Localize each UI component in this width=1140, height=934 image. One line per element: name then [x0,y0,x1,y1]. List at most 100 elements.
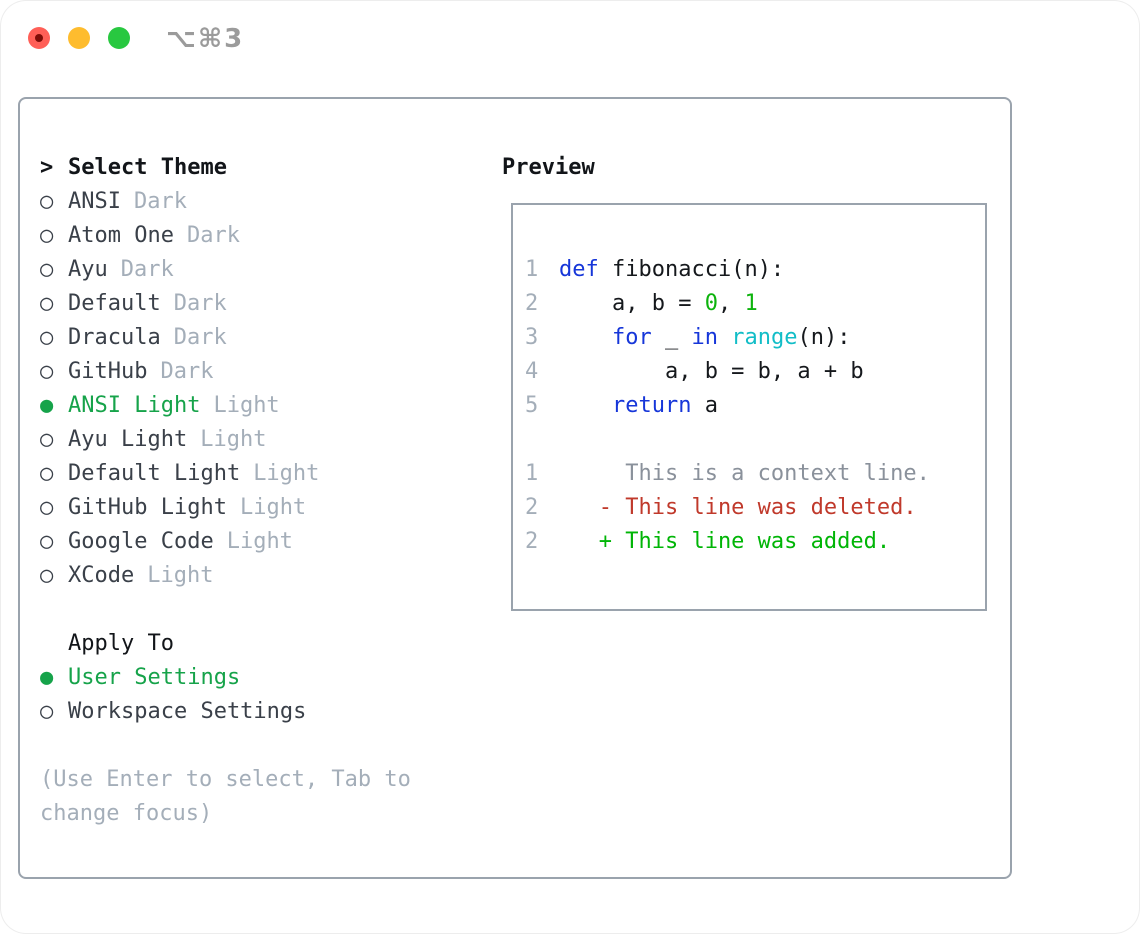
close-button[interactable] [28,27,50,49]
code-segment-fg: a, b = b, a + b [559,359,864,384]
close-dot-icon [35,34,43,42]
code-line-text: return a [559,389,718,423]
spacer [40,593,492,627]
diff-line: 1 This is a context line. [525,457,985,491]
apply-option-name: Workspace Settings [68,699,307,724]
code-line: 1 def fibonacci(n): [525,253,985,287]
radio-icon: ○ [40,291,54,316]
maximize-button[interactable] [108,27,130,49]
code-segment-fg: a [691,393,718,418]
line-number: 1 [525,461,539,486]
theme-option-dracula[interactable]: ○ Dracula Dark [40,321,492,355]
radio-icon: ○ [40,257,54,282]
apply-option-workspace-settings[interactable]: ○ Workspace Settings [40,695,492,729]
theme-variant-tag: Light [147,563,214,588]
theme-name: Ayu [68,257,108,282]
line-number: 3 [525,325,539,350]
theme-name: Ayu Light [68,427,188,452]
line-number: 4 [525,359,539,384]
diff-line: 2 - This line was deleted. [525,491,985,525]
minimize-button[interactable] [68,27,90,49]
help-text: (Use Enter to select, Tab to change focu… [40,767,411,826]
theme-variant-tag: Light [200,427,267,452]
preview-title: Preview [502,155,595,180]
traffic-lights [28,27,130,49]
code-segment-keyword: in [691,325,718,350]
radio-icon: ○ [40,529,54,554]
radio-icon: ○ [40,325,54,350]
theme-name: GitHub Light [68,495,227,520]
code-line: 4 a, b = b, a + b [525,355,985,389]
apply-to-header: Apply To [40,627,492,661]
code-line-text: a, b = b, a + b [559,355,864,389]
blank-line [525,423,985,457]
theme-name: Dracula [68,325,161,350]
code-segment-function: range [731,325,798,350]
radio-icon: ○ [40,427,54,452]
select-theme-header: > Select Theme [40,151,492,185]
theme-variant-tag: Dark [173,325,227,350]
code-segment-number: 0 [704,291,718,316]
code-segment-fg: _ [651,325,692,350]
prompt-icon: > [40,155,54,180]
theme-variant-tag: Dark [160,359,214,384]
code-segment-deleted: - This line was deleted. [559,495,917,520]
code-line: 2 a, b = 0, 1 [525,287,985,321]
theme-name: XCode [68,563,135,588]
code-segment-fg [718,325,731,350]
theme-list-title: Select Theme [68,155,227,180]
apply-option-name: User Settings [68,665,241,690]
theme-option-ayu-light[interactable]: ○ Ayu Light Light [40,423,492,457]
diff-line: 2 + This line was added. [525,525,985,559]
theme-variant-tag: Light [226,529,293,554]
diff-preview: 1 This is a context line.2 - This line w… [525,457,985,559]
code-line: 5 return a [525,389,985,423]
apply-option-user-settings[interactable]: ● User Settings [40,661,492,695]
theme-option-google-code[interactable]: ○ Google Code Light [40,525,492,559]
line-number: 2 [525,495,539,520]
theme-name: Google Code [68,529,214,554]
apply-to-title: Apply To [68,631,174,656]
radio-icon: ● [40,665,54,690]
theme-name: Default Light [68,461,241,486]
radio-icon: ○ [40,189,54,214]
code-segment-fg: a, b = [559,291,705,316]
code-segment-fg [559,325,612,350]
diff-line-text: This is a context line. [559,457,930,491]
radio-icon: ○ [40,359,54,384]
code-segment-fg: (n): [797,325,851,350]
code-line-text: for _ in range(n): [559,321,850,355]
theme-name: ANSI [68,189,121,214]
diff-line-text: + This line was added. [559,525,890,559]
radio-icon: ○ [40,699,54,724]
code-line-text: def fibonacci(n): [559,253,784,287]
radio-icon: ○ [40,495,54,520]
line-number: 1 [525,257,539,282]
preview-header: Preview [502,151,1010,185]
theme-variant-tag: Dark [186,223,240,248]
theme-name: ANSI Light [68,393,201,418]
theme-name: Atom One [68,223,174,248]
code-line: 3 for _ in range(n): [525,321,985,355]
radio-icon: ○ [40,461,54,486]
code-segment-fg [559,393,612,418]
theme-variant-tag: Light [213,393,280,418]
apply-to-list: ● User Settings ○ Workspace Settings [40,661,492,729]
code-segment-keyword: for [611,325,652,350]
code-segment-fg: , [717,291,745,316]
spacer [40,729,492,763]
line-number: 2 [525,529,539,554]
